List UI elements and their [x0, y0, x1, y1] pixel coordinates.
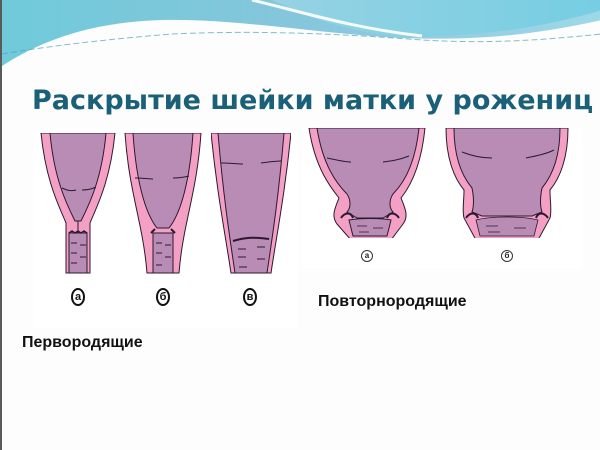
- page-title: Раскрытие шейки матки у рожениц: [32, 85, 594, 116]
- header-wave-decoration: [2, 0, 600, 66]
- label-primiparous-c: в: [243, 288, 257, 306]
- label-multiparous-b: б: [501, 250, 513, 262]
- label-primiparous-b: б: [156, 288, 170, 306]
- figure-primiparous-c: [211, 133, 291, 274]
- primiparous-diagram-panel: а б в: [33, 128, 298, 328]
- label-primiparous-a: а: [71, 288, 85, 306]
- figure-multiparous-b: [445, 128, 569, 238]
- caption-primiparous: Первородящие: [22, 334, 143, 351]
- caption-multiparous: Повторнородящие: [318, 293, 467, 310]
- label-multiparous-a: а: [361, 250, 373, 262]
- figure-primiparous-b: [124, 133, 202, 274]
- figure-multiparous-a: [308, 128, 426, 238]
- figure-primiparous-a: [40, 133, 116, 274]
- multiparous-diagram-panel: а б: [302, 128, 582, 268]
